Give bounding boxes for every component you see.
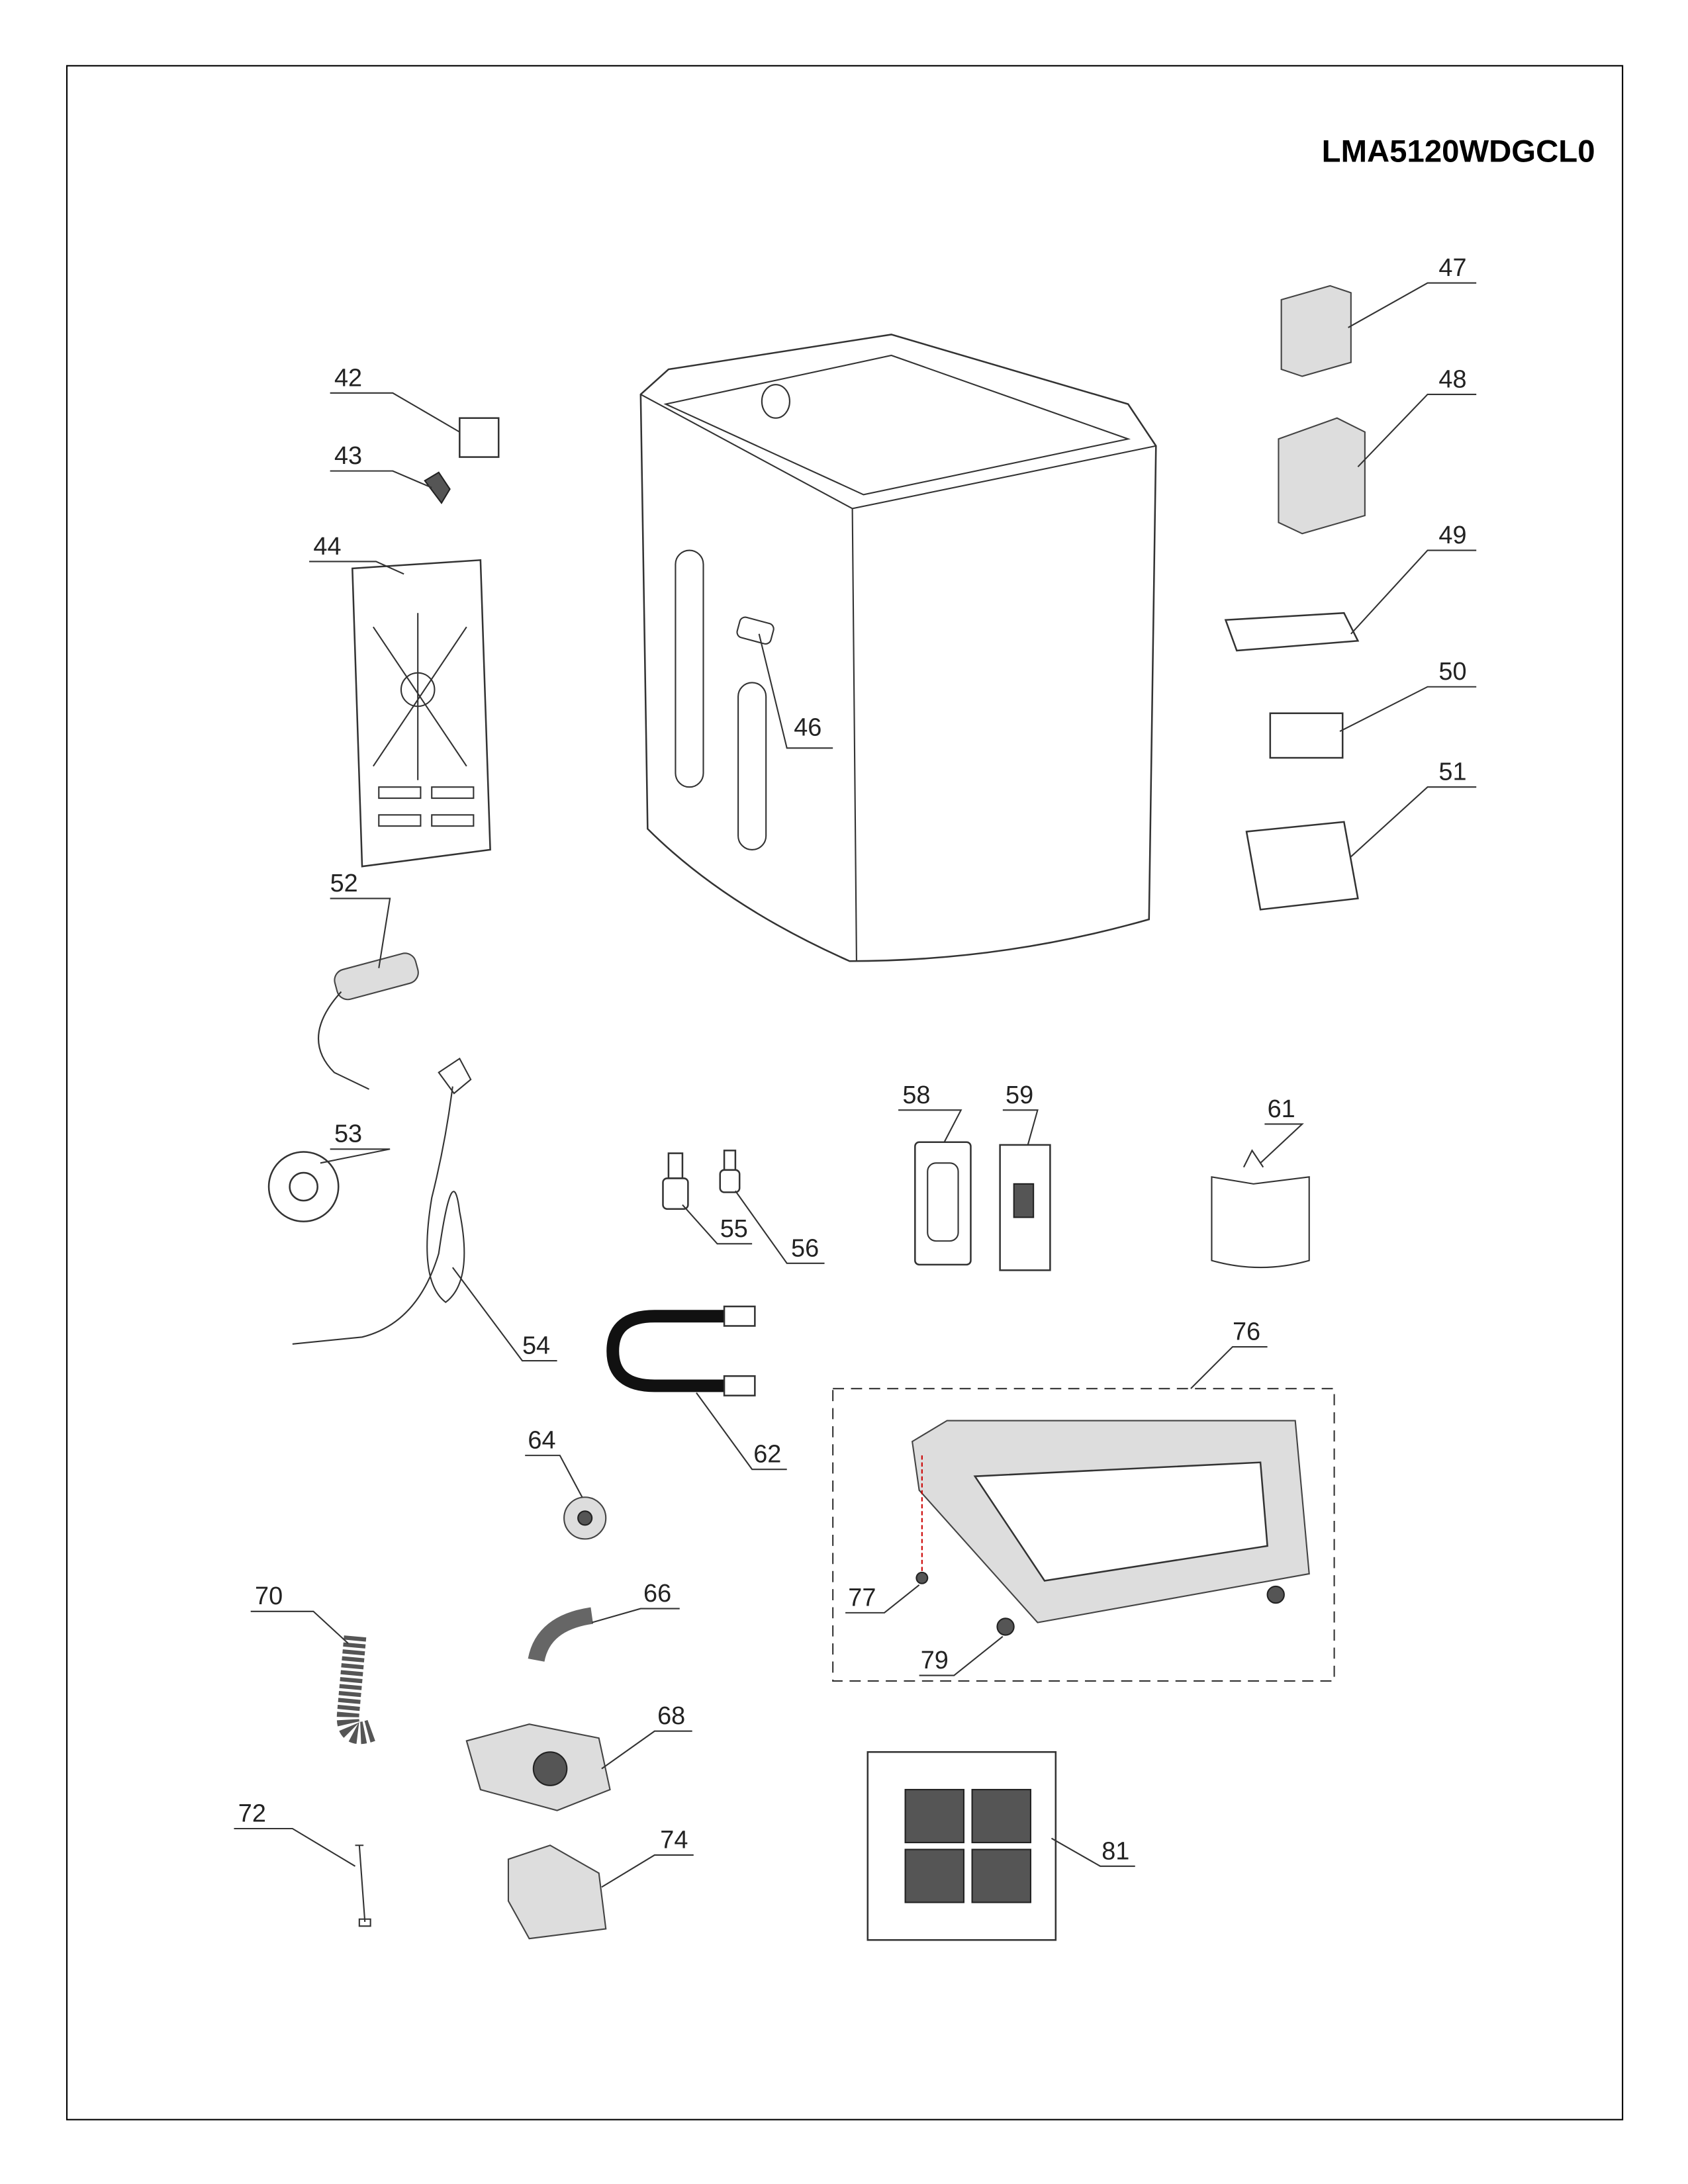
part-52-capacitor [317,952,419,1090]
part-48-foam [1278,417,1366,535]
callout-44: 44 [309,533,404,575]
callout-59: 59 [1002,1081,1039,1146]
part-56-pin [719,1150,741,1193]
part-49-pad [1224,612,1360,652]
callout-42: 42 [330,364,460,433]
part-81-bottom-cover [867,1751,1057,1941]
part-44-rear-panel [352,559,491,868]
callout-48: 48 [1357,365,1477,468]
svg-text:79: 79 [921,1647,949,1674]
svg-text:74: 74 [660,1826,688,1854]
part-62-hose [606,1305,756,1396]
part-54-power-cord [292,1057,472,1345]
callout-77: 77 [845,1584,920,1614]
callout-72: 72 [234,1799,356,1867]
svg-text:68: 68 [657,1702,685,1730]
part-76-base [911,1420,1310,1636]
svg-text:53: 53 [334,1120,362,1148]
svg-text:47: 47 [1438,254,1466,282]
part-74-pump-cover [507,1844,607,1940]
callout-56: 56 [735,1190,825,1264]
callout-61: 61 [1260,1095,1304,1164]
callout-55: 55 [682,1204,753,1245]
part-64-seal [563,1496,607,1540]
callout-74: 74 [601,1826,694,1888]
svg-text:44: 44 [313,533,341,561]
callout-49: 49 [1350,522,1477,635]
svg-text:61: 61 [1268,1095,1295,1123]
svg-text:52: 52 [330,870,358,897]
part-58-cover [914,1141,972,1266]
callout-53: 53 [320,1120,391,1164]
base-assembly-box-76 [832,1388,1335,1682]
callout-76: 76 [1190,1318,1268,1389]
part-51-pad [1245,821,1359,911]
svg-text:62: 62 [753,1441,781,1469]
callout-43: 43 [330,442,432,488]
svg-text:49: 49 [1438,522,1466,549]
callout-51: 51 [1350,758,1477,858]
part-42-bracket [459,417,500,458]
callout-79: 79 [919,1635,1004,1676]
svg-text:56: 56 [791,1234,819,1262]
part-72-sensor-wire [355,1844,371,1927]
svg-text:81: 81 [1102,1837,1129,1865]
callout-62: 62 [696,1392,787,1471]
callout-52: 52 [330,870,391,968]
part-66-elbow-hose [528,1607,594,1662]
part-43-clip [424,471,451,504]
svg-text:42: 42 [334,364,362,392]
page-border [66,65,1624,2120]
callout-54: 54 [451,1267,557,1362]
part-50-pad [1269,712,1344,759]
svg-text:43: 43 [334,442,362,470]
model-number: LMA5120WDGCL0 [1322,134,1595,169]
svg-text:51: 51 [1438,758,1466,786]
cabinet-part-46 [639,334,1157,962]
svg-text:66: 66 [643,1580,671,1608]
callout-47: 47 [1348,254,1477,328]
part-47-foam [1280,285,1352,377]
svg-text:58: 58 [902,1081,930,1109]
part-61-clamp [1211,1149,1310,1269]
part-70-drain-hose [336,1635,378,1745]
callout-50: 50 [1339,658,1477,733]
svg-text:76: 76 [1233,1318,1260,1346]
callout-68: 68 [601,1702,692,1770]
callout-70: 70 [250,1582,349,1644]
svg-text:54: 54 [522,1332,550,1360]
callout-64: 64 [525,1427,583,1498]
svg-text:72: 72 [238,1799,266,1827]
svg-text:70: 70 [255,1582,283,1610]
callout-46: 46 [758,633,833,749]
svg-text:64: 64 [528,1427,555,1455]
part-55-pin [662,1152,689,1210]
svg-text:55: 55 [720,1215,748,1243]
svg-text:77: 77 [848,1584,876,1612]
svg-text:59: 59 [1006,1081,1033,1109]
part-53-washer [267,1151,340,1222]
callout-58: 58 [898,1081,962,1143]
part-59-board [999,1144,1051,1271]
callout-66: 66 [591,1580,680,1623]
svg-text:48: 48 [1438,365,1466,393]
callout-81: 81 [1051,1837,1135,1867]
part-77-screw-head [915,1571,929,1584]
part-68-drain-pump [465,1723,611,1811]
svg-text:50: 50 [1438,658,1466,686]
svg-text:46: 46 [794,713,821,741]
